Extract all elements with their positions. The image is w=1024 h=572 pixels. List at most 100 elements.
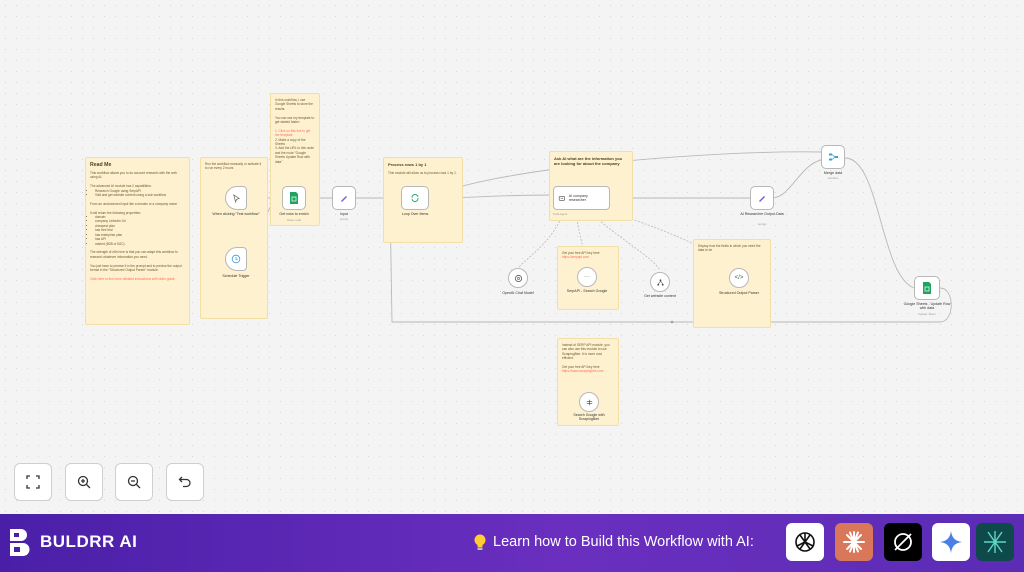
loop-node[interactable] xyxy=(401,186,429,210)
get-rows-node[interactable] xyxy=(282,186,306,210)
readme-property: has free trial xyxy=(95,228,185,232)
readme-property: market (B2B or B2C) xyxy=(95,242,185,246)
schedule-trigger-node[interactable] xyxy=(225,247,247,271)
openai-label: OpenAI Chat Model xyxy=(502,291,534,295)
readme-intro: This workflow allows you to do account r… xyxy=(90,171,177,180)
sheets-sticky-note[interactable]: In this workflow, I use Google Sheets to… xyxy=(270,93,320,226)
google-sheets-icon xyxy=(923,282,931,294)
gemini-button[interactable] xyxy=(932,523,970,561)
cursor-icon xyxy=(232,193,240,203)
website-content-label: Get website content xyxy=(644,294,676,298)
serp-note-link[interactable]: https://serpapi.com xyxy=(562,255,589,260)
loop-label: Loop Over Items xyxy=(401,212,429,216)
fit-view-icon xyxy=(26,475,40,489)
workflow-canvas[interactable]: Read Me This workflow allows you to do a… xyxy=(0,0,1024,514)
ai-agent-label: AI company researcher xyxy=(568,194,588,202)
merge-node[interactable] xyxy=(821,145,845,169)
clock-icon xyxy=(231,254,241,264)
readme-sticky-note[interactable]: Read Me This workflow allows you to do a… xyxy=(85,157,190,325)
learn-text: Learn how to Build this Workflow with AI… xyxy=(493,534,754,550)
claude-button[interactable] xyxy=(835,523,873,561)
sheets-note-template: You can use my template to get started f… xyxy=(275,115,315,125)
output-parser-node[interactable]: </> xyxy=(729,268,749,288)
pencil-icon xyxy=(759,196,765,202)
robot-icon xyxy=(558,196,565,201)
openai-chat-model-node[interactable] xyxy=(508,268,528,288)
perplexity-button[interactable] xyxy=(884,523,922,561)
openai-icon xyxy=(514,274,522,282)
merge-sub: combine xyxy=(827,176,839,180)
readme-property: has enterprise plan xyxy=(95,233,185,237)
deepseek-icon xyxy=(984,531,1006,553)
gemini-icon xyxy=(940,531,962,553)
undo-icon xyxy=(178,476,191,488)
parser-label: Structured Output Parser xyxy=(719,291,759,295)
claude-icon xyxy=(843,531,865,553)
serp-note-line1: Get your free API key here xyxy=(562,251,600,255)
scraping-note-link[interactable]: https://www.scrapingbee.com xyxy=(562,369,604,374)
buldrr-logo-icon xyxy=(10,529,30,556)
readme-title: Read Me xyxy=(90,162,112,168)
readme-capability: Research Google using SerpAPI xyxy=(95,189,185,193)
loop-note-body: This module will allow us to process row… xyxy=(388,171,457,175)
zoom-out-button[interactable] xyxy=(115,463,153,501)
set-output-sub: set:set xyxy=(757,222,767,226)
undo-button[interactable] xyxy=(166,463,204,501)
loop-icon xyxy=(411,194,419,202)
chatgpt-button[interactable] xyxy=(786,523,824,561)
readme-property: company Linkedin Url xyxy=(95,219,185,223)
fit-view-button[interactable] xyxy=(14,463,52,501)
scraping-note-line1: Instead of SERP API module, you can also… xyxy=(562,343,610,361)
learn-cta[interactable]: Learn how to Build this Workflow with AI… xyxy=(473,533,754,551)
parser-note-text: Display how the fields in which you need… xyxy=(698,244,761,253)
sheets-note-step3: 3. Add the URL to this node and the node… xyxy=(275,146,314,164)
readme-link[interactable]: Click here to find more detailed instruc… xyxy=(90,276,175,281)
set-output-label: AI Researcher Output Data xyxy=(740,212,784,216)
lightbulb-icon xyxy=(474,534,486,550)
website-content-node[interactable] xyxy=(650,272,670,292)
ai-agent-node[interactable]: AI company researcher xyxy=(553,186,610,210)
brand-name: BULDRR AI xyxy=(40,532,138,551)
serpapi-icon: ··· xyxy=(584,274,590,280)
readme-return-heading: It will return the following properties: xyxy=(90,210,141,215)
set-output-node[interactable] xyxy=(750,186,774,210)
scrapingbee-node[interactable] xyxy=(579,392,599,412)
update-sheet-sub: update: sheet xyxy=(918,312,936,316)
serpapi-node[interactable]: ··· xyxy=(577,267,597,287)
serpapi-label: SerpAPI - Search Google xyxy=(566,289,608,293)
readme-input-desc: From an unstructured input like a domain… xyxy=(90,201,177,206)
schedule-trigger-label: Schedule Trigger xyxy=(222,274,250,278)
input-sub: set:set xyxy=(339,217,349,221)
zoom-in-icon xyxy=(77,475,91,489)
readme-capabilities-heading: The advanced AI module has 2 capabilitie… xyxy=(90,184,152,189)
readme-capability: Visit and get website content using a su… xyxy=(95,193,185,197)
scrapingbee-label: Search Google with ScrapingBee xyxy=(573,413,605,422)
merge-label: Merge data xyxy=(823,171,843,175)
sheets-note-intro: In this workflow, I use Google Sheets to… xyxy=(275,98,313,111)
deepseek-button[interactable] xyxy=(976,523,1014,561)
agent-note-text: Ask AI what are the information you are … xyxy=(554,156,623,166)
workflow-tool-icon xyxy=(656,278,664,286)
pencil-icon xyxy=(341,196,347,202)
sheets-note-step1[interactable]: 1. Click on this link to get the templat… xyxy=(275,128,311,138)
input-label: Input xyxy=(340,212,348,216)
get-rows-label: Get rows to enrich xyxy=(279,212,309,216)
manual-trigger-node[interactable] xyxy=(225,186,247,210)
readme-property: cheapest plan xyxy=(95,224,185,228)
input-node[interactable] xyxy=(332,186,356,210)
perplexity-icon xyxy=(894,533,912,551)
readme-property: has API xyxy=(95,237,185,241)
get-rows-sub: sheet: read xyxy=(287,218,301,222)
sheets-note-step2: 2. Make a copy of the Sheets xyxy=(275,137,306,147)
ai-agent-sub: Tools Agent xyxy=(552,212,568,216)
update-sheet-node[interactable] xyxy=(914,276,940,300)
code-icon: </> xyxy=(734,275,744,281)
zoom-in-button[interactable] xyxy=(65,463,103,501)
zoom-out-icon xyxy=(127,475,141,489)
brand[interactable]: BULDRR AI xyxy=(8,527,137,557)
trigger-sticky-note[interactable]: Run the workflow manually or activate it… xyxy=(200,157,268,319)
readme-property: domain xyxy=(95,215,185,219)
promo-footer: BULDRR AI Learn how to Build this Workfl… xyxy=(0,514,1024,572)
serp-sticky-note[interactable]: Get your free API key here https://serpa… xyxy=(557,246,619,310)
readme-strength: The strength of n8n here is that you can… xyxy=(90,250,178,259)
